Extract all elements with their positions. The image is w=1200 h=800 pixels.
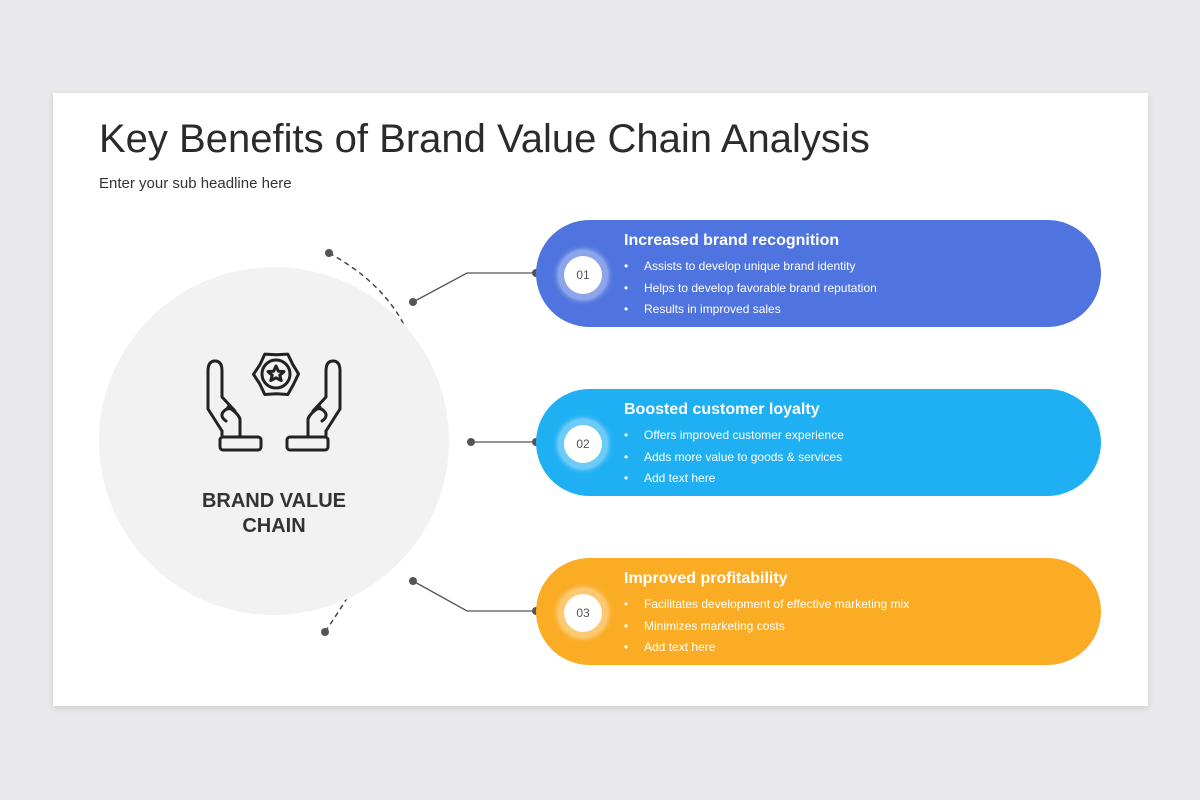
benefit-card-2: 02 Boosted customer loyalty Offers impro… (536, 389, 1101, 496)
bullet-item: Offers improved customer experience (624, 425, 844, 447)
bullet-item: Adds more value to goods & services (624, 447, 844, 469)
number-badge: 03 (558, 588, 608, 638)
number-badge: 01 (558, 250, 608, 300)
benefit-title: Improved profitability (624, 570, 788, 587)
center-label-line-2: CHAIN (242, 515, 306, 537)
arc-dot-2 (467, 438, 475, 446)
center-circle: BRAND VALUE CHAIN (99, 267, 449, 615)
arc-dot-1 (409, 298, 417, 306)
arc-dot-3 (409, 577, 417, 585)
page-title: Key Benefits of Brand Value Chain Analys… (99, 117, 870, 161)
benefit-bullets: Offers improved customer experience Adds… (624, 425, 844, 490)
bullet-item: Minimizes marketing costs (624, 616, 909, 638)
center-label: BRAND VALUE CHAIN (99, 489, 449, 539)
connector-3 (412, 580, 536, 612)
number-label: 02 (564, 425, 602, 463)
connector-1 (412, 272, 536, 303)
benefit-title: Boosted customer loyalty (624, 401, 820, 418)
benefit-card-3: 03 Improved profitability Facilitates de… (536, 558, 1101, 665)
benefit-bullets: Facilitates development of effective mar… (624, 594, 909, 659)
arc-end-dot-top (325, 249, 333, 257)
slide: Key Benefits of Brand Value Chain Analys… (53, 93, 1148, 706)
hands-holding-badge-icon (206, 352, 342, 452)
number-label: 01 (564, 256, 602, 294)
bullet-item: Assists to develop unique brand identity (624, 256, 877, 278)
number-badge: 02 (558, 419, 608, 469)
benefit-bullets: Assists to develop unique brand identity… (624, 256, 877, 321)
arc-end-dot-bottom (321, 628, 329, 636)
benefit-title: Increased brand recognition (624, 232, 840, 249)
bullet-item: Helps to develop favorable brand reputat… (624, 278, 877, 300)
center-label-line-1: BRAND VALUE (201, 490, 347, 512)
bullet-item: Add text here (624, 637, 909, 659)
benefit-card-1: 01 Increased brand recognition Assists t… (536, 220, 1101, 327)
bullet-item: Facilitates development of effective mar… (624, 594, 909, 616)
bullet-item: Results in improved sales (624, 299, 877, 321)
page-subtitle: Enter your sub headline here (99, 175, 292, 192)
number-label: 03 (564, 594, 602, 632)
bullet-item: Add text here (624, 468, 844, 490)
